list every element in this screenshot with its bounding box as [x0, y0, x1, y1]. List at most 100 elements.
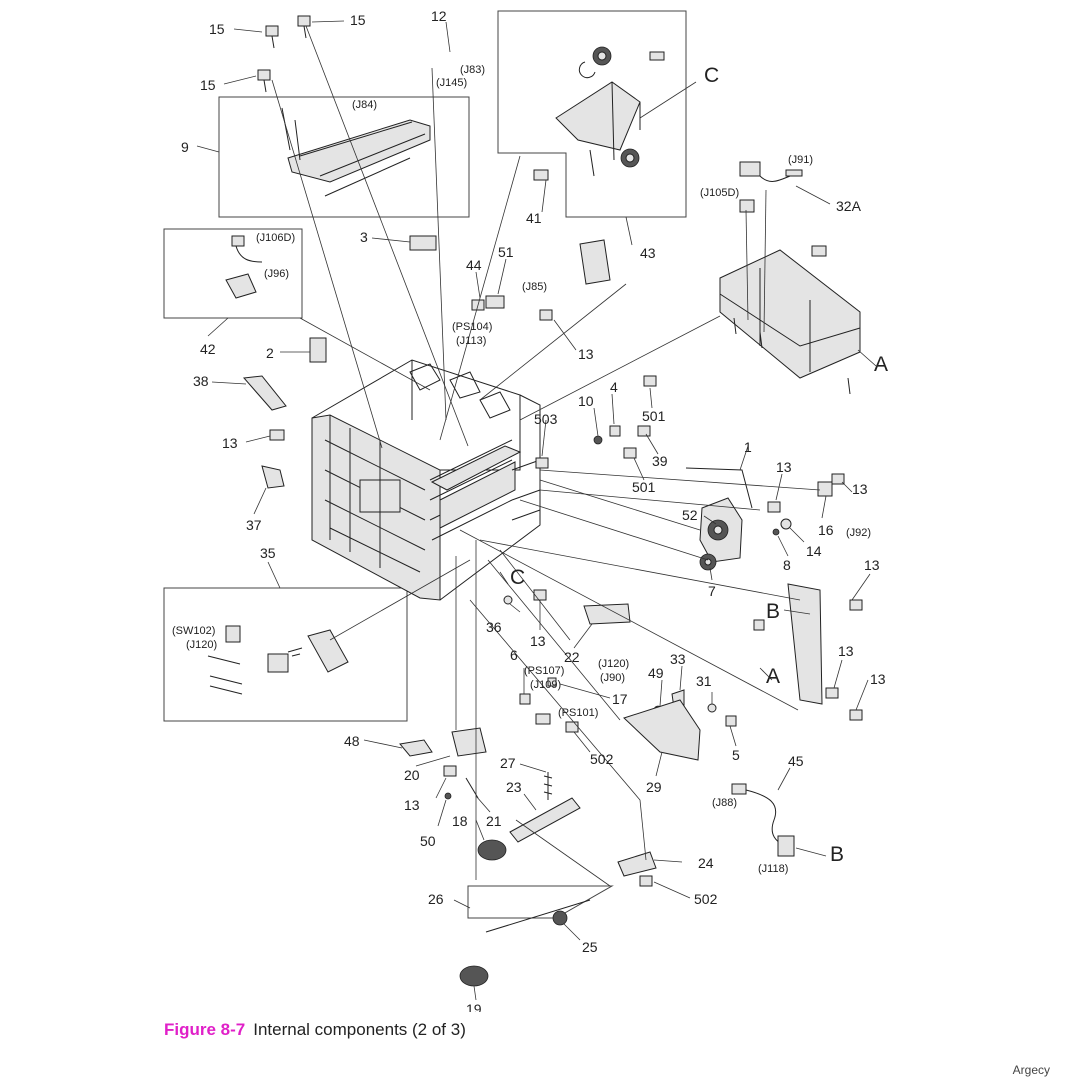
callout-21: 21 [486, 813, 502, 829]
screw-13-d [831, 473, 845, 485]
ref-letter-b: B [766, 600, 780, 623]
callout-49: 49 [648, 665, 664, 681]
ref-letter-c: C [704, 64, 719, 87]
callout-16: 16 [818, 522, 834, 538]
callout-1: 1 [744, 439, 752, 455]
connector-label: (J113) [456, 335, 486, 347]
screw-15-lower [257, 69, 271, 93]
callout-7: 7 [708, 583, 716, 599]
roller-18 [477, 839, 507, 861]
switch-assembly-35 [207, 625, 349, 695]
callout-15: 15 [209, 21, 225, 37]
callout-20: 20 [404, 767, 420, 783]
spring-27 [543, 772, 553, 800]
part-16 [817, 481, 833, 497]
callout-24: 24 [698, 855, 714, 871]
callout-37: 37 [246, 517, 262, 533]
gear-assembly-43 [533, 46, 665, 181]
callout-18: 18 [452, 813, 468, 829]
group-box-35 [163, 587, 408, 722]
ref-letter-b: B [830, 843, 844, 866]
part-14 [780, 518, 792, 530]
callout-45: 45 [788, 753, 804, 769]
part-22 [583, 603, 631, 625]
connector-label: (J92) [846, 527, 871, 539]
callout-14: 14 [806, 543, 822, 559]
part-24 [617, 851, 657, 877]
connector-label: (J90) [600, 672, 625, 684]
part-ps107 [547, 677, 557, 687]
callout-10: 10 [578, 393, 594, 409]
callout-6: 6 [510, 647, 518, 663]
callout-13: 13 [864, 557, 880, 573]
part-10 [593, 435, 603, 445]
callout-501: 501 [642, 408, 666, 424]
callout-502: 502 [694, 891, 718, 907]
screw-15-left [265, 25, 279, 49]
group-box-26 [467, 885, 614, 919]
screw-13-i [443, 765, 457, 777]
screw-502-top [565, 721, 579, 733]
callout-52: 52 [682, 507, 698, 523]
part-2 [309, 337, 327, 363]
part-39 [637, 425, 651, 437]
callout-19: 19 [466, 1001, 482, 1012]
callout-13: 13 [404, 797, 420, 813]
callout-42: 42 [200, 341, 216, 357]
group-box-43 [497, 10, 687, 218]
callout-12: 12 [431, 8, 447, 24]
connector-labels: (J83) (J145) (J84) (J106D) (J96) (J85) (… [172, 64, 871, 875]
callout-33: 33 [670, 651, 686, 667]
connector-label: (J118) [758, 863, 788, 875]
part-20 [451, 727, 487, 757]
part-50 [444, 792, 452, 800]
connector-label: (J105D) [700, 187, 739, 199]
part-25 [552, 910, 568, 926]
callout-44: 44 [466, 257, 482, 273]
connector-label: (PS101) [558, 707, 598, 719]
callout-27: 27 [500, 755, 516, 771]
callout-26: 26 [428, 891, 444, 907]
callout-13: 13 [776, 459, 792, 475]
callout-41: 41 [526, 210, 542, 226]
callout-501: 501 [632, 479, 656, 495]
drive-assembly-52 [699, 497, 743, 571]
connector-label: (J91) [788, 154, 813, 166]
roller-19 [459, 965, 489, 987]
screw-13-top [539, 309, 553, 321]
connector-label: (J88) [712, 797, 737, 809]
ref-letter-c: C [510, 566, 525, 589]
callout-50: 50 [420, 833, 436, 849]
part-36 [503, 595, 513, 605]
part-37 [261, 465, 285, 489]
connector-label: (J96) [264, 268, 289, 280]
connector-label: (J84) [352, 99, 377, 111]
bracket-assembly-32a [719, 161, 861, 395]
screw-501-bottom [623, 447, 637, 459]
group-box-9 [218, 96, 470, 218]
assembly-guide-lines [271, 25, 821, 887]
ref-letter-a: A [874, 353, 888, 376]
screw-13-c [767, 501, 781, 513]
cable-45 [731, 783, 795, 857]
part-51 [485, 295, 505, 309]
guide-29 [623, 699, 701, 761]
screw-15-right [297, 15, 311, 39]
callout-23: 23 [506, 779, 522, 795]
callout-13: 13 [530, 633, 546, 649]
callout-9: 9 [181, 139, 189, 155]
spring-1 [685, 467, 753, 509]
callout-13: 13 [838, 643, 854, 659]
screw-13-e [533, 589, 547, 601]
callout-13: 13 [222, 435, 238, 451]
part-31 [707, 703, 717, 713]
connector-label: (J83) [460, 64, 485, 76]
callout-3: 3 [360, 229, 368, 245]
callout-38: 38 [193, 373, 209, 389]
connector-label: (J106D) [256, 232, 295, 244]
screw-5 [725, 715, 737, 727]
connector-label: (J120) [186, 639, 217, 651]
callout-4: 4 [610, 379, 618, 395]
callout-17: 17 [612, 691, 628, 707]
